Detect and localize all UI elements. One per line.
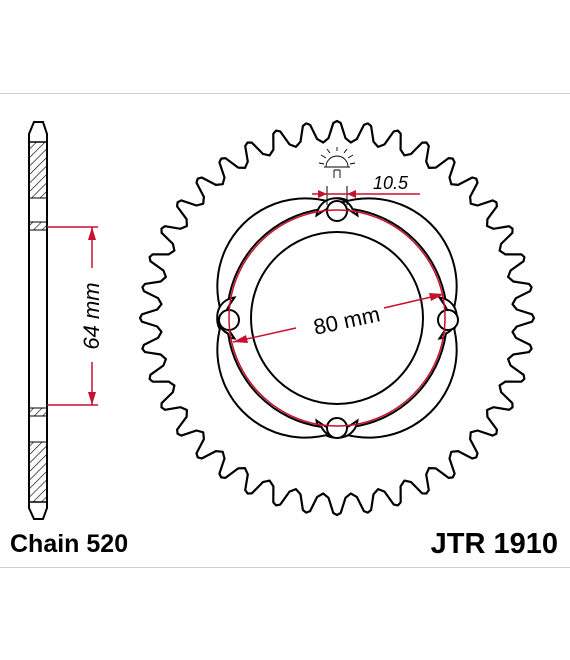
center-bore (250, 231, 424, 405)
profile-hatch-upper-bolt (28, 221, 48, 231)
bolt-hole-dimension (312, 186, 420, 205)
diagram-frame (0, 93, 570, 568)
bolt-hole-label: 10.5 (373, 173, 409, 193)
profile-hatch-bottom (28, 441, 48, 503)
offset-dimension (47, 226, 98, 406)
part-number-label: JTR 1910 (430, 528, 558, 560)
profile-hatch-top (28, 141, 48, 199)
sprocket-front-view: 80 mm 10.5 (138, 119, 536, 517)
profile-hatch-lower-bolt (28, 407, 48, 417)
bolt-circle-dimension (232, 293, 445, 343)
side-profile: 64 mm (28, 121, 104, 520)
bolt-hole-bottom (326, 417, 348, 439)
profile-outline (28, 121, 48, 520)
sprocket-teeth-outline (138, 119, 536, 517)
offset-dimension-label: 64 mm (79, 282, 104, 349)
bolt-hole-right (437, 309, 459, 331)
bolt-hole-top (326, 200, 348, 222)
sun-logo-icon (318, 147, 356, 178)
chain-size-label: Chain 520 (10, 530, 129, 558)
bolt-circle-line (228, 209, 446, 427)
